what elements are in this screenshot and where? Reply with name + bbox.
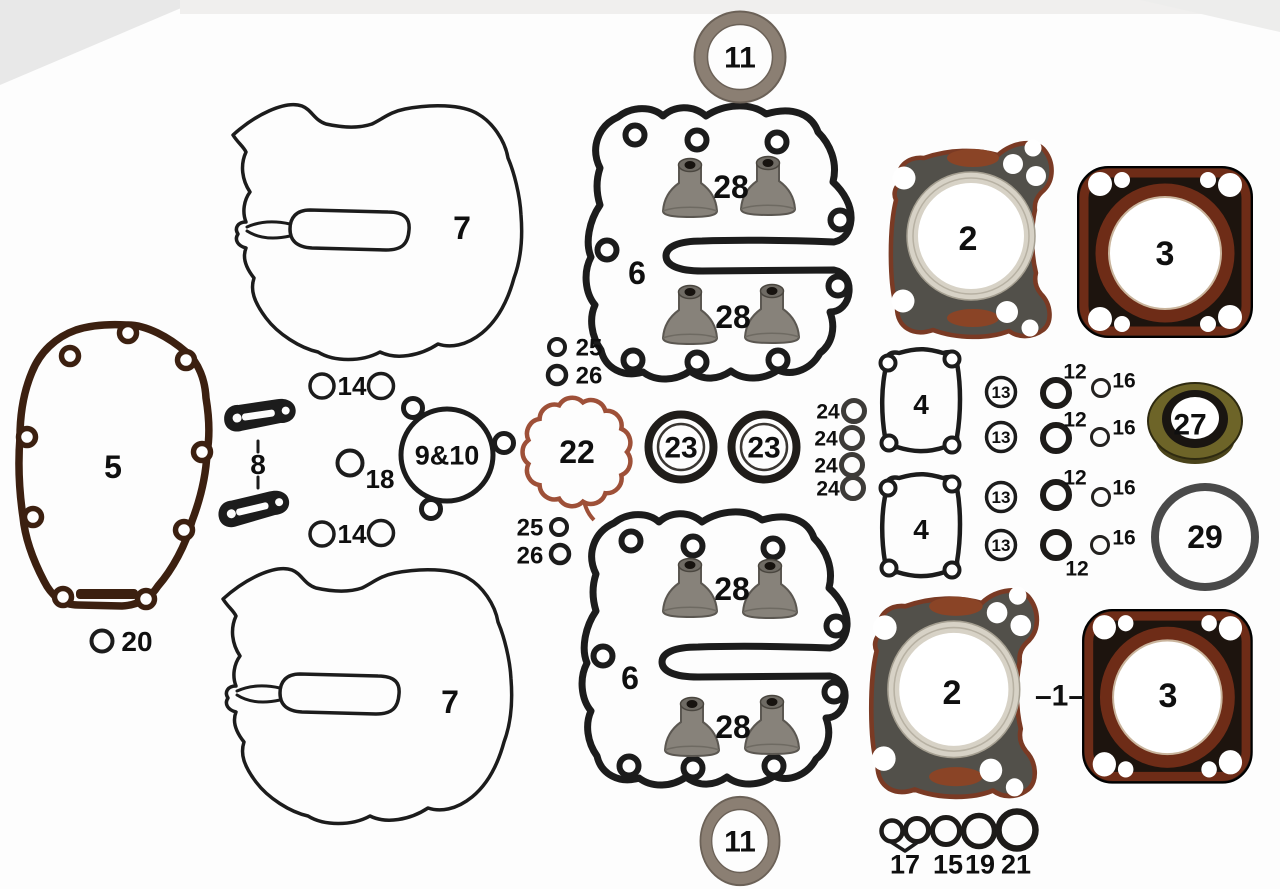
part-label-20: 20 bbox=[121, 626, 152, 657]
part-label-24-d: 24 bbox=[816, 478, 840, 501]
part-label-5: 5 bbox=[104, 449, 122, 485]
part-label-7-bottom: 7 bbox=[441, 684, 459, 720]
part-label-28-c: 28 bbox=[714, 571, 750, 607]
part-label-25-bottom: 25 bbox=[517, 515, 544, 542]
part-9-10-cover-gasket bbox=[398, 396, 516, 521]
photo-corner-shade-right bbox=[1140, 0, 1280, 32]
part-label-4-bottom: 4 bbox=[913, 514, 929, 545]
part-label-14-bottom: 14 bbox=[338, 519, 367, 549]
part-label-6-top: 6 bbox=[628, 255, 646, 291]
part-29-large-oring bbox=[1151, 483, 1259, 591]
part-6-rocker-box-gasket-top bbox=[582, 102, 855, 383]
part-label-13-a: 13 bbox=[992, 383, 1011, 402]
part-label-1: –1– bbox=[1035, 680, 1085, 713]
part-label-19: 19 bbox=[965, 850, 995, 880]
part-8-gasket-pair bbox=[215, 397, 297, 530]
part-22-seal-ring bbox=[520, 395, 633, 522]
part-label-12-d: 12 bbox=[1065, 558, 1088, 581]
part-label-14-top: 14 bbox=[338, 371, 367, 401]
part-16-orings bbox=[1090, 378, 1111, 555]
part-label-12-c: 12 bbox=[1063, 467, 1086, 490]
part-12-orings bbox=[1040, 377, 1072, 561]
part-label-27: 27 bbox=[1173, 409, 1206, 442]
part-label-25-top: 25 bbox=[576, 335, 603, 362]
part-27-cam-seal bbox=[1147, 382, 1243, 464]
part-label-3-bottom: 3 bbox=[1159, 677, 1178, 715]
part-label-3-top: 3 bbox=[1156, 235, 1175, 273]
part-label-29: 29 bbox=[1187, 519, 1223, 555]
part-label-23-b: 23 bbox=[747, 432, 780, 465]
part-label-21: 21 bbox=[1001, 850, 1031, 880]
part-24-orings bbox=[839, 398, 867, 501]
part-label-12-a: 12 bbox=[1063, 361, 1086, 384]
part-label-16-c: 16 bbox=[1112, 477, 1135, 500]
part-label-13-b: 13 bbox=[992, 428, 1011, 447]
part-label-28-a: 28 bbox=[713, 169, 749, 205]
part-label-2-top: 2 bbox=[959, 220, 978, 258]
part-label-11-top: 11 bbox=[724, 42, 756, 75]
part-25-26-orings bbox=[545, 337, 572, 566]
part-label-17: 17 bbox=[890, 850, 920, 880]
part-14-orings bbox=[308, 371, 396, 548]
part-label-8: 8 bbox=[250, 449, 266, 480]
part-label-16-b: 16 bbox=[1112, 417, 1135, 440]
photo-corner-shade bbox=[0, 0, 200, 85]
part-label-9-10: 9&10 bbox=[415, 441, 480, 471]
part-label-22: 22 bbox=[559, 434, 595, 470]
part-label-11-bottom: 11 bbox=[724, 826, 756, 859]
part-20-oring bbox=[89, 628, 115, 654]
part-5-cam-cover-gasket bbox=[15, 320, 214, 611]
part-7-rocker-cover-gasket-top bbox=[231, 103, 524, 362]
part-18-oring bbox=[335, 448, 365, 478]
part-label-24-c: 24 bbox=[814, 455, 838, 478]
gasket-imprint-strip bbox=[76, 589, 138, 599]
part-label-4-top: 4 bbox=[913, 389, 929, 420]
part-label-28-b: 28 bbox=[715, 299, 751, 335]
part-label-13-d: 13 bbox=[992, 536, 1011, 555]
part-13-orings bbox=[984, 375, 1018, 562]
part-label-16-d: 16 bbox=[1112, 527, 1135, 550]
part-7-rocker-cover-gasket-bottom bbox=[221, 566, 514, 826]
photo-top-shade bbox=[180, 0, 1280, 14]
part-label-28-d: 28 bbox=[715, 709, 751, 745]
bracket-chevron bbox=[889, 840, 920, 853]
part-label-6-bottom: 6 bbox=[621, 660, 639, 696]
part-label-23-a: 23 bbox=[664, 432, 697, 465]
part-label-16-a: 16 bbox=[1112, 370, 1135, 393]
part-label-26-bottom: 26 bbox=[517, 543, 544, 570]
part-23-seals bbox=[644, 410, 801, 484]
part-label-15: 15 bbox=[933, 850, 963, 880]
part-label-7-top: 7 bbox=[453, 210, 471, 246]
part-label-24-b: 24 bbox=[814, 428, 838, 451]
part-label-24-a: 24 bbox=[816, 401, 840, 424]
part-labels: 11 7 6 28 28 2 3 5 25 26 14 8 18 9&10 22… bbox=[104, 42, 1223, 880]
part-label-18: 18 bbox=[366, 464, 395, 494]
part-17-15-19-21-orings bbox=[879, 808, 1039, 853]
part-label-12-b: 12 bbox=[1063, 409, 1086, 432]
part-label-13-c: 13 bbox=[992, 488, 1011, 507]
part-label-26-top: 26 bbox=[576, 363, 603, 390]
part-label-2-bottom: 2 bbox=[943, 674, 962, 712]
